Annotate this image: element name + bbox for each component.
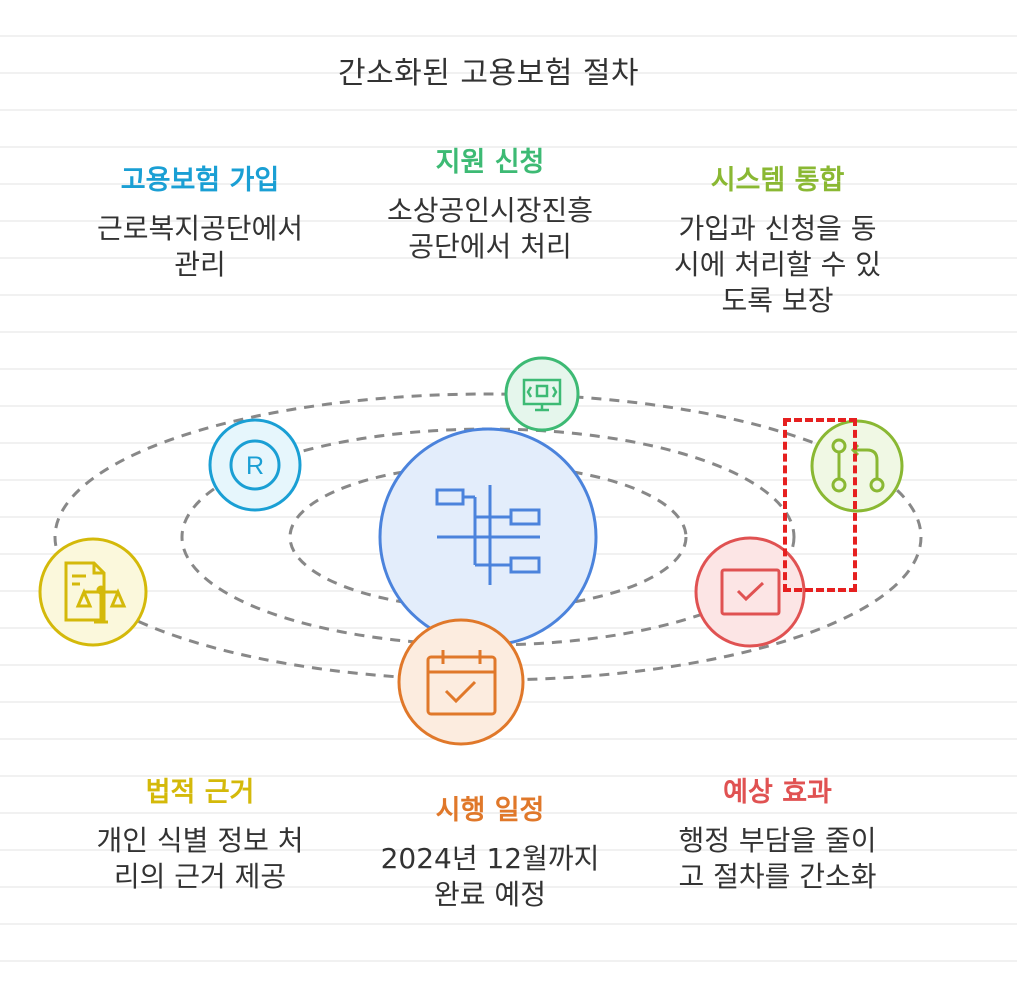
block-system-heading: 시스템 통합 bbox=[710, 165, 845, 196]
block-apply-heading: 지원 신청 bbox=[435, 147, 545, 178]
diagram-title: 간소화된 고용보험 절차 bbox=[337, 56, 640, 91]
block-schedule: 시행 일정 2024년 12월까지 완료 예정 bbox=[340, 788, 640, 913]
node-schedule bbox=[397, 618, 525, 746]
block-enroll-heading: 고용보험 가입 bbox=[120, 165, 280, 196]
block-effect-line: 고 절차를 간소화 bbox=[678, 860, 877, 893]
svg-text:R: R bbox=[246, 452, 264, 480]
hierarchy-tree-icon bbox=[435, 485, 541, 585]
block-system-line: 시에 처리할 수 있 bbox=[673, 248, 882, 281]
block-legal-text: 개인 식별 정보 처 리의 근거 제공 bbox=[60, 823, 340, 895]
block-enroll-text: 근로복지공단에서 관리 bbox=[60, 211, 340, 283]
block-legal: 법적 근거 개인 식별 정보 처 리의 근거 제공 bbox=[60, 770, 340, 895]
block-legal-line: 개인 식별 정보 처 bbox=[96, 824, 304, 857]
block-apply-line: 공단에서 처리 bbox=[408, 230, 572, 263]
node-legal bbox=[38, 537, 148, 647]
block-effect-text: 행정 부담을 줄이 고 절차를 간소화 bbox=[640, 823, 915, 895]
block-legal-line: 리의 근거 제공 bbox=[113, 860, 287, 893]
highlight-box bbox=[783, 418, 857, 592]
block-schedule-line: 완료 예정 bbox=[434, 878, 546, 911]
center-node bbox=[378, 427, 598, 647]
block-schedule-heading: 시행 일정 bbox=[435, 795, 545, 826]
block-schedule-line: 2024년 12월까지 bbox=[380, 842, 600, 875]
block-apply: 지원 신청 소상공인시장진흥 공단에서 처리 bbox=[340, 140, 640, 265]
monitor-code-icon bbox=[522, 378, 562, 412]
block-system-line: 가입과 신청을 동 bbox=[678, 212, 877, 245]
block-effect-line: 행정 부담을 줄이 bbox=[678, 824, 877, 857]
node-system bbox=[810, 419, 904, 513]
node-apply bbox=[504, 356, 580, 432]
block-system: 시스템 통합 가입과 신청을 동 시에 처리할 수 있 도록 보장 bbox=[640, 158, 915, 319]
block-enroll: 고용보험 가입 근로복지공단에서 관리 bbox=[60, 158, 340, 283]
block-apply-line: 소상공인시장진흥 bbox=[386, 194, 594, 227]
block-effect: 예상 효과 행정 부담을 줄이 고 절차를 간소화 bbox=[640, 770, 915, 895]
block-schedule-text: 2024년 12월까지 완료 예정 bbox=[340, 841, 640, 913]
block-apply-text: 소상공인시장진흥 공단에서 처리 bbox=[340, 193, 640, 265]
block-system-line: 도록 보장 bbox=[721, 284, 834, 317]
outer-orbit bbox=[53, 392, 923, 682]
block-enroll-line: 근로복지공단에서 bbox=[96, 212, 304, 245]
block-legal-heading: 법적 근거 bbox=[145, 777, 255, 808]
block-enroll-line: 관리 bbox=[174, 248, 226, 281]
node-effect bbox=[694, 536, 806, 648]
node-enroll: R bbox=[208, 418, 302, 512]
checkbox-icon bbox=[720, 568, 781, 616]
legal-document-scale-icon bbox=[64, 561, 127, 624]
registered-icon: R bbox=[229, 439, 281, 491]
block-system-text: 가입과 신청을 동 시에 처리할 수 있 도록 보장 bbox=[640, 211, 915, 319]
block-effect-heading: 예상 효과 bbox=[723, 777, 832, 808]
calendar-check-icon bbox=[426, 650, 497, 716]
